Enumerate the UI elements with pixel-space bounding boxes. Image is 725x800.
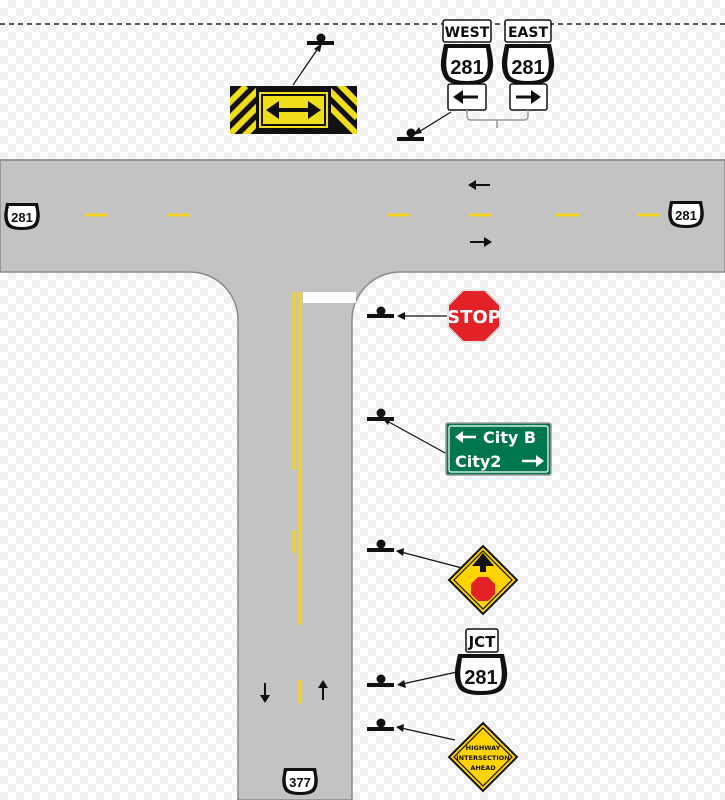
stop-sign: STOP bbox=[447, 289, 501, 343]
road-network bbox=[0, 159, 725, 800]
warning-line1: HIGHWAY bbox=[466, 744, 501, 752]
stop-ahead-sign bbox=[447, 544, 519, 616]
route-shield-left-number: 281 bbox=[11, 210, 33, 225]
guide-sign: City B City2 bbox=[445, 422, 552, 476]
east-arrow-icon bbox=[516, 90, 541, 104]
west-label: WEST bbox=[445, 25, 490, 41]
route-shield-bottom-number: 377 bbox=[289, 775, 311, 790]
stop-symbol-icon bbox=[471, 577, 495, 601]
east-route-number: 281 bbox=[511, 57, 544, 79]
route-assembly-sign: WEST 281 EAST 281 bbox=[440, 19, 555, 128]
east-label: EAST bbox=[508, 25, 548, 41]
route-shield-right-number: 281 bbox=[675, 208, 697, 223]
route-shield-bottom: 377 bbox=[282, 768, 318, 795]
junction-sign-assembly: JCT 281 bbox=[454, 628, 508, 695]
lane-arrows-side bbox=[260, 680, 328, 703]
west-route-number: 281 bbox=[450, 57, 483, 79]
highway-intersection-ahead-sign: HIGHWAY INTERSECTION AHEAD bbox=[447, 721, 519, 793]
leader-lines bbox=[292, 43, 463, 741]
sign-post-symbols bbox=[307, 33, 424, 731]
stop-sign-text: STOP bbox=[447, 307, 501, 328]
guide-left-arrow-icon bbox=[455, 431, 476, 443]
jct-route-number: 281 bbox=[464, 667, 497, 689]
route-shield-left: 281 bbox=[4, 203, 40, 230]
west-arrow-icon bbox=[453, 90, 478, 104]
lane-arrows-main bbox=[468, 180, 492, 247]
warning-line2: INTERSECTION bbox=[456, 754, 509, 762]
guide-line2: City2 bbox=[455, 452, 501, 471]
route-shield-right: 281 bbox=[668, 201, 704, 228]
guide-right-arrow-icon bbox=[522, 455, 544, 467]
stop-bar bbox=[303, 292, 356, 303]
double-arrow-chevron-sign bbox=[230, 86, 357, 134]
jct-label: JCT bbox=[468, 633, 497, 651]
ahead-arrow-icon bbox=[472, 553, 494, 572]
assembly-bracket bbox=[466, 110, 529, 128]
warning-line3: AHEAD bbox=[470, 764, 496, 772]
road-surface bbox=[0, 159, 725, 800]
guide-line1: City B bbox=[483, 428, 536, 447]
